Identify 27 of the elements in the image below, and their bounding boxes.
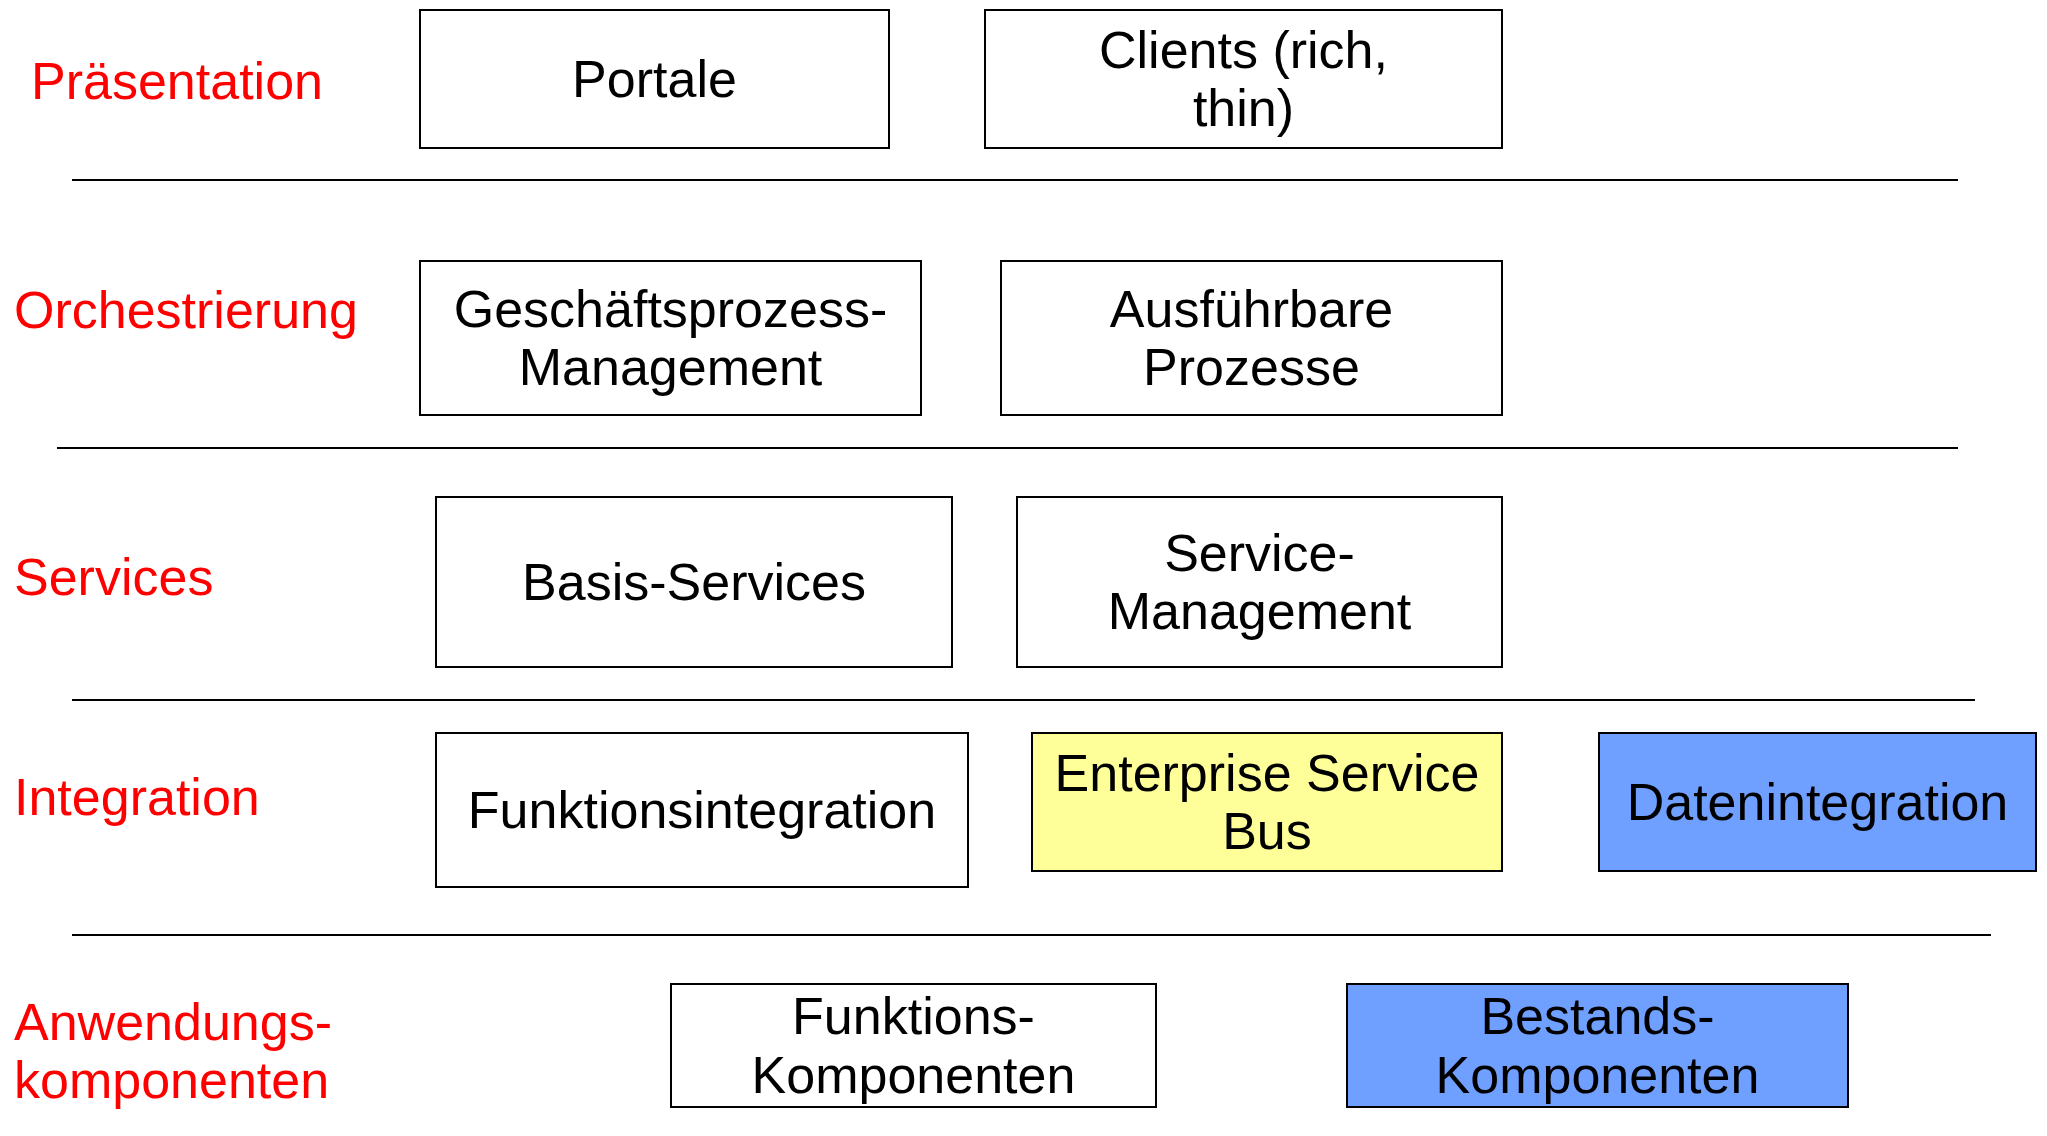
box-text: Clients (rich, thin) (1098, 20, 1389, 138)
component-box (984, 9, 1503, 149)
box-text: Geschäftsprozess-Management (452, 279, 889, 397)
component-box (1000, 260, 1503, 416)
component-box (435, 732, 969, 888)
component-box (670, 983, 1157, 1108)
component-box (1016, 496, 1503, 668)
component-box (419, 9, 890, 149)
layer-label: Orchestrierung (14, 281, 359, 340)
box-text: Funktionsintegration (467, 780, 937, 840)
layer-label: Services (14, 548, 215, 607)
layer-label: Integration (14, 768, 261, 827)
component-box (1346, 983, 1849, 1108)
box-text: Basis-Services (522, 552, 866, 612)
box-text: Bestands-Komponenten (1434, 987, 1761, 1104)
component-box (1598, 732, 2037, 872)
layer-label: Anwendungs-komponenten (14, 993, 333, 1110)
component-box (419, 260, 922, 416)
box-text: Funktions-Komponenten (750, 987, 1077, 1104)
layer-label: Präsentation (31, 52, 324, 111)
component-box (1031, 732, 1503, 872)
box-text: Enterprise Service Bus (1053, 743, 1481, 861)
box-text: Service-Management (1106, 523, 1413, 641)
box-text: Ausführbare Prozesse (1108, 279, 1395, 397)
box-text: Portale (572, 49, 737, 109)
component-box (435, 496, 953, 668)
box-text: Datenintegration (1626, 772, 2009, 832)
